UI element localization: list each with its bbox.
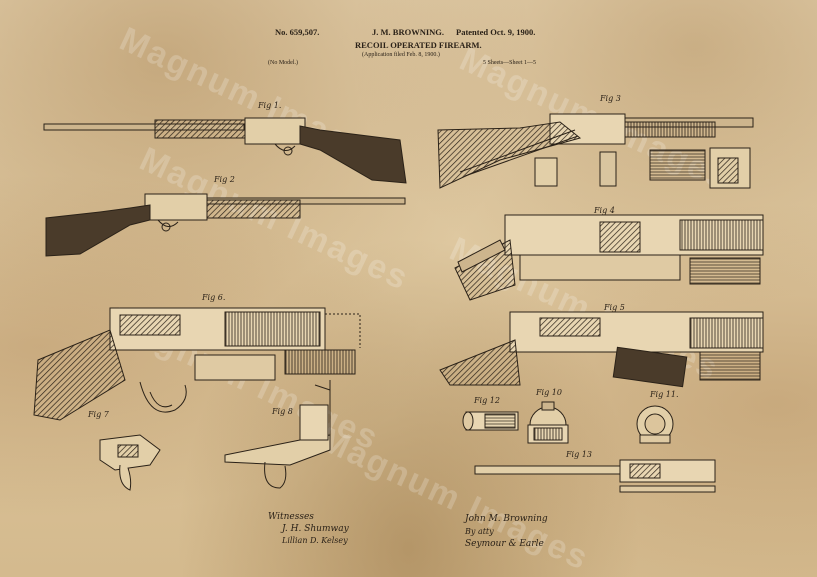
figure-8-label: Fig 8 (272, 407, 293, 416)
figure-6-drawing (33, 307, 356, 421)
figure-8-drawing (224, 380, 331, 489)
figure-1-drawing (43, 117, 407, 184)
figure-13-drawing (474, 459, 716, 493)
attorney-label: By atty (465, 527, 494, 536)
figure-12-drawing (462, 411, 519, 431)
figure-10-label: Fig 10 (536, 388, 562, 397)
figure-12-label: Fig 12 (474, 396, 500, 405)
figure-1-label: Fig 1. (258, 101, 282, 110)
figure-10-drawing (527, 401, 569, 444)
inventor-name: J. M. BROWNING. (372, 27, 445, 37)
witnesses-label: Witnesses (268, 512, 314, 522)
figure-3-label: Fig 3 (600, 94, 621, 103)
model-note: (No Model.) (268, 60, 298, 66)
witness-signature: Lillian D. Kelsey (282, 536, 348, 545)
witness-signature: J. H. Shumway (282, 524, 349, 534)
sheet-count: 5 Sheets—Sheet 1—5 (483, 60, 536, 66)
figure-11-drawing (636, 405, 674, 444)
figure-5-label: Fig 5 (604, 303, 625, 312)
figure-5-drawing (439, 311, 764, 388)
figure-2-label: Fig 2 (214, 175, 235, 184)
application-date: (Application filed Feb. 8, 1900.) (362, 52, 440, 58)
attorney-signature: Seymour & Earle (465, 539, 544, 549)
patent-date: Patented Oct. 9, 1900. (456, 27, 536, 37)
figure-4-drawing (454, 214, 764, 301)
figure-3-drawing (437, 113, 754, 189)
patent-number: No. 659,507. (275, 27, 320, 37)
figure-7-drawing (99, 434, 161, 491)
figure-4-label: Fig 4 (594, 206, 615, 215)
figure-13-label: Fig 13 (566, 450, 592, 459)
inventor-signature: John M. Browning (465, 514, 548, 524)
figure-6-label: Fig 6. (202, 293, 226, 302)
figure-7-label: Fig 7 (88, 410, 109, 419)
figure-2-drawing (45, 193, 406, 257)
figure-11-label: Fig 11. (650, 390, 679, 399)
patent-title: RECOIL OPERATED FIREARM. (355, 40, 482, 50)
